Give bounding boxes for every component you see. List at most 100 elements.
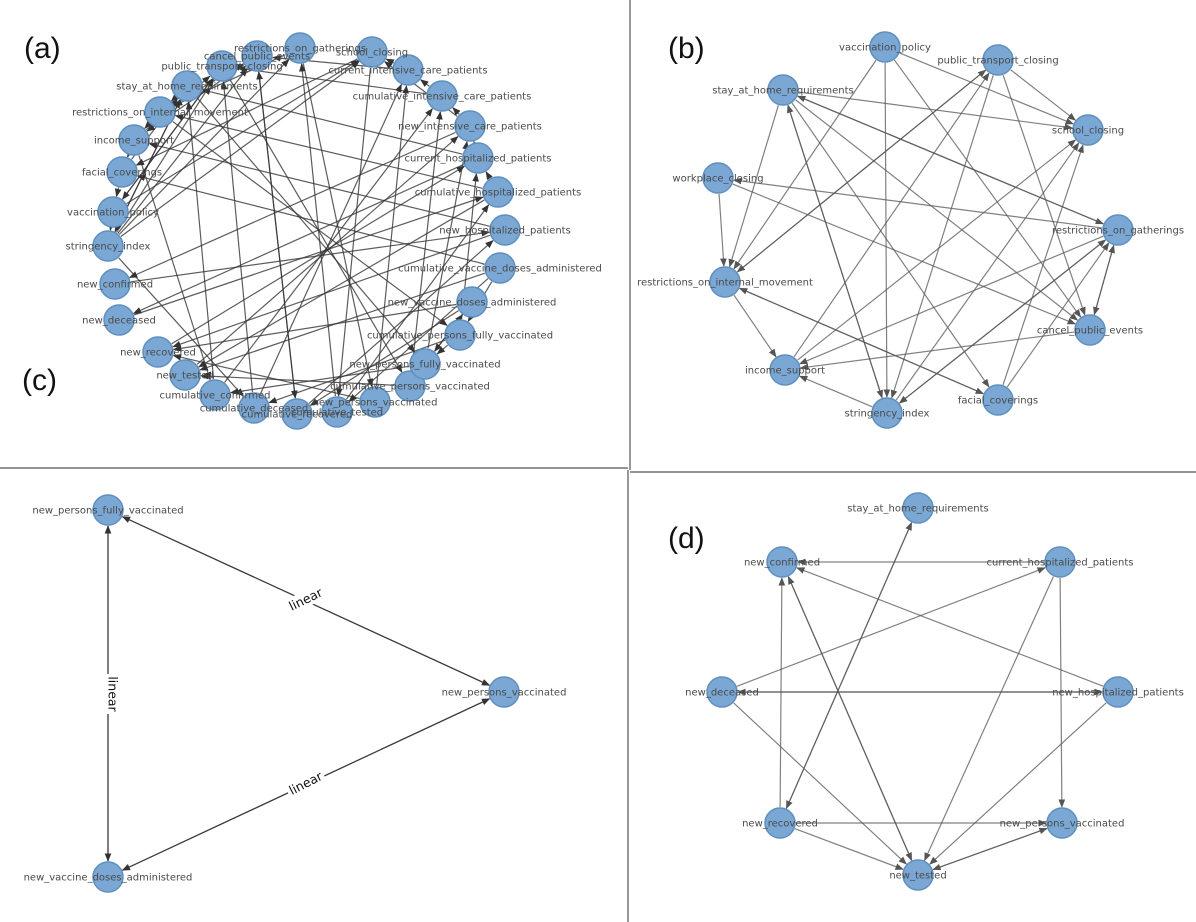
node-label-stay_at_home_requirements: stay_at_home_requirements (847, 504, 989, 515)
node-label-new_confirmed: new_confirmed (77, 280, 153, 291)
node-label-school_closing: school_closing (1052, 126, 1124, 137)
edge-public_transport_closing-to-stringency_index (890, 75, 994, 399)
panel-c: linear linear linear new_persons_fully_vacc… (22, 364, 567, 893)
node-vaccination_policy (97, 196, 129, 228)
node-new_vaccine_doses_administered (92, 861, 124, 893)
node-new_confirmed (766, 546, 798, 578)
edge-facial_coverings-to-school_closing (1002, 144, 1084, 386)
edge-new_deceased-to-new_tested (733, 702, 907, 865)
edge-new_recovered-to-new_tested (794, 828, 904, 870)
edge-restrictions_on_internal_movement-to-income_support (733, 294, 777, 358)
edge-new_persons_vaccinated-to-new_tested (932, 827, 1048, 871)
edge-vaccination_policy-to-stringency_index (883, 62, 891, 398)
node-label-new_hospitalized_patients: new_hospitalized_patients (439, 226, 571, 237)
edge-cancel_public_events-to-income_support (800, 331, 1075, 371)
node-label-new_intensive_care_patients: new_intensive_care_patients (398, 122, 542, 133)
node-label-new_persons_vaccinated: new_persons_vaccinated (442, 688, 567, 699)
edge-cumulative_persons_vaccinated-to-new_tested (200, 372, 395, 386)
edge-new_intensive_care_patients-to-cumulative_intensive_care_patients (452, 107, 461, 116)
node-new_persons_vaccinated (488, 676, 520, 708)
node-school_closing (356, 36, 388, 68)
node-label-public_transport_closing: public_transport_closing (161, 62, 282, 73)
node-label-public_transport_closing: public_transport_closing (937, 56, 1058, 67)
node-public_transport_closing (982, 44, 1014, 76)
node-stay_at_home_requirements (902, 492, 934, 524)
node-new_confirmed (99, 268, 131, 300)
node-income_support (769, 354, 801, 386)
edge-cumulative_vaccine_doses_administered-to-new_tested (199, 272, 486, 371)
panel-a-node-labels: restrictions_on_gatheringscancel_public_… (66, 44, 602, 421)
panel-a-nodes (92, 32, 521, 430)
node-label-new_persons_fully_vaccinated: new_persons_fully_vaccinated (349, 360, 500, 371)
node-label-stay_at_home_requirements: stay_at_home_requirements (116, 82, 258, 93)
node-label-new_confirmed: new_confirmed (744, 558, 820, 569)
panel-c-nodes (92, 494, 520, 893)
edge-new_deceased-to-cumulative_hospitalized_patients (133, 196, 484, 316)
node-facial_coverings (982, 384, 1014, 416)
node-new_persons_fully_vaccinated (409, 348, 441, 380)
node-label-current_intensive_care_patients: current_intensive_care_patients (328, 66, 487, 77)
edge-label: linear (284, 766, 327, 800)
edge-stay_at_home_requirements-to-school_closing (798, 91, 1073, 131)
edge-income_support-to-cumulative_confirmed (138, 155, 212, 381)
edge-income_support-to-school_closing (797, 139, 1077, 361)
node-new_recovered (764, 807, 796, 839)
edge-cumulative_hospitalized_patients-to-restrictions_on_internal_movement (174, 114, 483, 189)
edge-new_recovered-to-current_hospitalized_patients (171, 165, 466, 345)
edge-stay_at_home_requirements-to-restrictions_on_internal_movement (170, 93, 180, 102)
node-label-income_support: income_support (94, 136, 174, 147)
node-facial_coverings (106, 156, 138, 188)
node-label-restrictions_on_internal_movement: restrictions_on_internal_movement (637, 278, 813, 289)
node-label-current_hospitalized_patients: current_hospitalized_patients (404, 154, 551, 165)
node-label-income_support: income_support (745, 366, 825, 377)
edge-restrictions_on_gatherings-to-new_persons_vaccinated (302, 63, 374, 388)
panel-b-edges (718, 52, 1115, 408)
node-income_support (118, 124, 150, 156)
node-label-new_deceased: new_deceased (82, 316, 156, 327)
node-public_transport_closing (206, 50, 238, 82)
node-cancel_public_events (241, 40, 273, 72)
edge-new_persons_fully_vaccinated-to-new_intensive_care_patients (427, 140, 469, 349)
node-new_deceased (706, 676, 738, 708)
node-label-new_hospitalized_patients: new_hospitalized_patients (1052, 688, 1184, 699)
panel-d-node-labels: stay_at_home_requirementscurrent_hospita… (685, 504, 1184, 882)
edge-label-text: linear (106, 676, 121, 712)
node-current_hospitalized_patients (462, 142, 494, 174)
edge-cumulative_vaccine_doses_administered-to-facial_coverings (136, 174, 485, 265)
node-cumulative_tested (321, 396, 353, 428)
node-cancel_public_events (1074, 314, 1106, 346)
panel-label: (d) (668, 522, 705, 555)
node-new_deceased (103, 304, 135, 336)
edge-cumulative_recovered-to-cancel_public_events (256, 71, 296, 399)
node-label-new_tested: new_tested (156, 371, 213, 382)
edge-income_support-to-public_transport_closing (793, 72, 990, 358)
edge-facial_coverings-to-restrictions_on_gatherings (1006, 242, 1110, 388)
panel-label: (c) (22, 364, 57, 397)
edge-stringency_index-to-restrictions_on_gatherings (899, 239, 1107, 404)
edge-label-text: linear (286, 584, 325, 613)
edge-workplace_closing-to-cancel_public_events (732, 183, 1076, 325)
node-label-workplace_closing: workplace_closing (672, 174, 763, 185)
node-label-cumulative_tested: cumulative_tested (291, 408, 383, 419)
node-label-cancel_public_events: cancel_public_events (1037, 326, 1143, 337)
node-label-cumulative_intensive_care_patients: cumulative_intensive_care_patients (353, 92, 532, 103)
edge-current_intensive_care_patients-to-school_closing (385, 58, 395, 66)
edge-cumulative_persons_vaccinated-to-cumulative_intensive_care_patients (411, 111, 443, 371)
panel-c-edges (104, 516, 491, 871)
node-new_tested (902, 859, 934, 891)
node-label-new_persons_fully_vaccinated: new_persons_fully_vaccinated (32, 506, 183, 517)
edge-cumulative_deceased-to-public_transport_closing (220, 81, 254, 393)
node-new_intensive_care_patients (454, 110, 486, 142)
edge-current_hospitalized_patients-to-stay_at_home_requirements (201, 88, 463, 155)
node-label-new_persons_vaccinated: new_persons_vaccinated (1000, 819, 1125, 830)
edge-stay_at_home_requirements-to-new_persons_fully_vaccinated (196, 97, 416, 353)
edge-cumulative_tested-to-restrictions_on_gatherings (299, 63, 336, 397)
edge-current_hospitalized_patients-to-new_tested (924, 576, 1054, 862)
node-stringency_index (92, 230, 124, 262)
edge-restrictions_on_gatherings-to-income_support (798, 235, 1104, 365)
node-cumulative_vaccine_doses_administered (484, 252, 516, 284)
edge-restrictions_on_internal_movement-to-cumulative_persons_fully_vaccinated (172, 121, 448, 326)
node-new_persons_vaccinated (359, 386, 391, 418)
edge-cumulative_persons_fully_vaccinated-to-new_persons_fully_vaccinated (436, 344, 449, 355)
